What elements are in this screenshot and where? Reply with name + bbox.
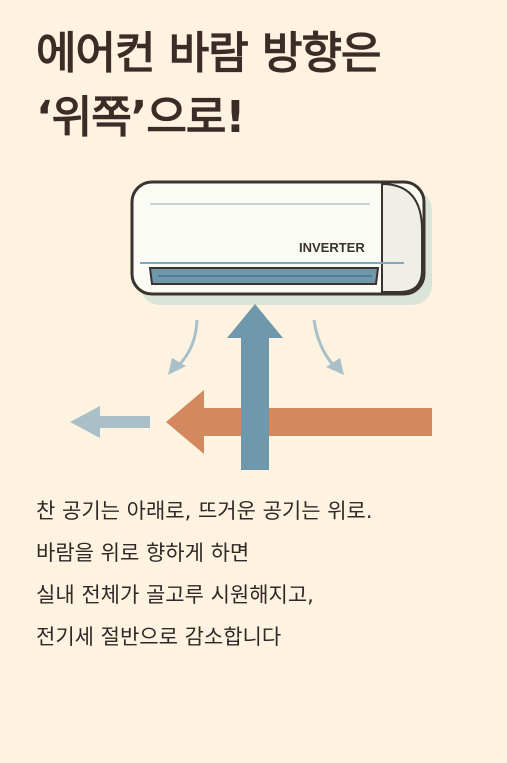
warm-air-arrow-shaft <box>200 408 432 436</box>
description: 찬 공기는 아래로, 뜨거운 공기는 위로. 바람을 위로 향하게 하면 실내 … <box>36 490 486 658</box>
warm-air-arrow-head <box>166 390 204 454</box>
cool-air-arrow-head <box>227 304 283 338</box>
description-line-2: 바람을 위로 향하게 하면 <box>36 541 250 565</box>
curved-arrow-right-head <box>326 358 344 375</box>
headline-line-1: 에어컨 바람 방향은 <box>36 28 381 79</box>
description-line-1: 찬 공기는 아래로, 뜨거운 공기는 위로. <box>36 499 373 523</box>
description-line-4: 전기세 절반으로 감소합니다 <box>36 625 282 649</box>
ac-unit-end-cap <box>381 182 423 293</box>
air-conditioner-illustration: INVERTER <box>70 180 432 470</box>
ac-brand-label: INVERTER <box>299 240 365 255</box>
curved-arrow-left-head <box>168 358 186 375</box>
headline: 에어컨 바람 방향은 ‘위쪽’으로! <box>36 22 486 150</box>
cool-air-arrow-shaft <box>241 336 269 470</box>
ac-unit-body <box>130 180 426 296</box>
description-line-3: 실내 전체가 골고루 시원해지고, <box>36 583 314 607</box>
headline-line-2: ‘위쪽’으로! <box>36 92 245 143</box>
faded-left-arrow-shaft <box>98 416 150 428</box>
curved-arrow-right-icon <box>312 319 336 367</box>
curved-arrow-left-icon <box>176 319 199 368</box>
faded-left-arrow-head <box>70 406 100 438</box>
